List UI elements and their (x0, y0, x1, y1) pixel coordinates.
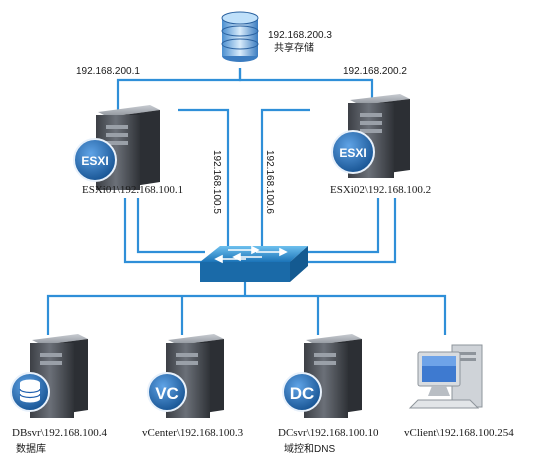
esxi01-label: ESXi01\192.168.100.1 (82, 184, 183, 196)
link-esxi02-switch-b (290, 198, 380, 254)
vcenter-server-label: vCenter\192.168.100.3 (142, 427, 244, 439)
esxi02-label: ESXi02\192.168.100.2 (330, 184, 431, 196)
link-vmotion-right (260, 108, 310, 262)
dc-server: DC DCsvr\192.168.100.10 域控和DNS (278, 334, 379, 455)
database-icon (221, 11, 259, 62)
esxi01-storage-ip-label: 192.168.200.1 (76, 66, 140, 77)
esxi-badge-icon: ESXI (73, 138, 117, 182)
vclient-label: vClient\192.168.100.254 (404, 427, 514, 439)
vcenter-server: VC vCenter\192.168.100.3 (142, 334, 244, 439)
workstation-icon (408, 344, 483, 409)
link-storage-esxi02 (238, 68, 374, 100)
svg-text:DC: DC (290, 384, 315, 403)
dc-server-sublabel: 域控和DNS (284, 442, 335, 455)
server-tower-icon (304, 334, 362, 418)
db-server: DBsvr\192.168.100.4 数据库 (10, 334, 108, 455)
esxi01-host: ESXI ESXi01\192.168.100.1 (73, 105, 183, 196)
network-switch (200, 245, 308, 282)
shared-storage: 192.168.200.3 共享存储 (221, 11, 332, 62)
vclient-workstation: vClient\192.168.100.254 (404, 344, 514, 439)
svg-text:ESXI: ESXI (81, 154, 108, 168)
esxi02-host: ESXI ESXi02\192.168.100.2 (330, 94, 431, 196)
network-links (46, 68, 447, 335)
link-esxi01-switch-a (123, 198, 205, 264)
esxi02-storage-ip-label: 192.168.200.2 (343, 66, 407, 77)
db-server-label: DBsvr\192.168.100.4 (12, 427, 108, 439)
link-bottom-bus (46, 294, 447, 335)
esxi-badge-icon: ESXI (331, 130, 375, 174)
esxi02-vmotion-ip-label: 192.168.100.6 (264, 150, 275, 214)
dc-badge-icon: DC (282, 372, 322, 412)
switch-icon (200, 245, 308, 282)
db-server-sublabel: 数据库 (16, 442, 46, 455)
dc-server-label: DCsvr\192.168.100.10 (278, 427, 379, 439)
vcenter-badge-icon: VC (147, 372, 187, 412)
svg-text:VC: VC (155, 384, 179, 403)
link-vmotion-left (178, 108, 230, 262)
storage-ip-label: 192.168.200.3 (268, 30, 332, 41)
svg-text:ESXI: ESXI (339, 146, 366, 160)
storage-name-label: 共享存储 (274, 41, 314, 54)
esxi01-vmotion-ip-label: 192.168.100.5 (211, 150, 222, 214)
link-esxi01-switch-b (136, 198, 205, 254)
database-badge-icon (10, 372, 50, 412)
link-esxi02-switch-a (290, 198, 397, 264)
